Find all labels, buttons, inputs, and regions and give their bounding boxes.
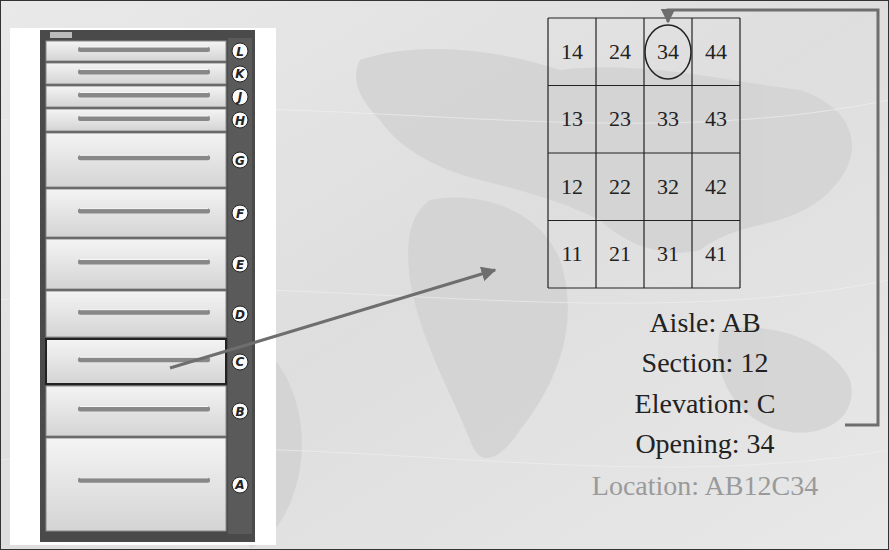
drawer-handle (78, 209, 210, 214)
drawer-handle (78, 310, 210, 315)
handle-highlight (80, 357, 208, 358)
drawer-handle (78, 47, 210, 52)
drawer-front (46, 63, 226, 84)
opening-number: 44 (705, 41, 727, 63)
drawer-handle (78, 260, 210, 265)
opening-number: 24 (609, 41, 631, 63)
opening-number: 13 (561, 108, 583, 130)
handle-highlight (80, 309, 208, 310)
drawer-letter: D (232, 306, 249, 323)
opening-number: 12 (561, 176, 583, 198)
drawer-letter: F (232, 205, 249, 222)
photo-panel (10, 28, 276, 545)
drawer-cabinet (40, 30, 255, 542)
drawer-handle (78, 93, 210, 98)
grid-line (548, 85, 740, 86)
handle-highlight (80, 406, 208, 407)
world-map (20, 43, 852, 548)
drawer-letter: L (232, 43, 249, 60)
location-field: Section: 12 (642, 349, 769, 377)
drawer-handle (78, 407, 210, 412)
opening-number: 42 (705, 176, 727, 198)
drawer-front (46, 386, 226, 436)
drawer-front (46, 339, 226, 384)
drawer-front (46, 133, 226, 187)
drawer-handle (78, 478, 210, 483)
opening-number: 43 (705, 108, 727, 130)
handle-highlight (80, 259, 208, 260)
grid-line (548, 17, 740, 18)
opening-number: 22 (609, 176, 631, 198)
grid-line (548, 220, 740, 221)
opening-number: 33 (657, 108, 679, 130)
drawer-front (46, 86, 226, 107)
pointer-arrow (170, 270, 495, 368)
opening-number: 14 (561, 41, 583, 63)
opening-number: 32 (657, 176, 679, 198)
drawer-letter: A (232, 476, 249, 493)
drawer-letter: B (232, 403, 249, 420)
location-field: Aisle: AB (649, 309, 760, 337)
location-field: Elevation: C (635, 390, 776, 418)
drawer-letter: J (232, 88, 249, 105)
logo-plate (50, 32, 72, 38)
drawer-letter: K (232, 65, 249, 82)
side-strip (228, 38, 252, 534)
opening-number: 31 (657, 243, 679, 265)
opening-number: 34 (657, 41, 679, 63)
location-field: Opening: 34 (635, 430, 774, 458)
handle-highlight (80, 92, 208, 93)
opening-number: 41 (705, 243, 727, 265)
drawer-front (46, 438, 226, 531)
handle-highlight (80, 69, 208, 70)
location-code: Location: AB12C34 (592, 472, 818, 500)
drawer-handle (78, 116, 210, 121)
drawer-front (46, 291, 226, 337)
opening-number: 21 (609, 243, 631, 265)
drawer-front (46, 41, 226, 61)
drawer-front (46, 239, 226, 289)
cabinet-body (40, 30, 255, 542)
drawer-letter: G (232, 152, 249, 169)
handle-highlight (80, 116, 208, 117)
drawer-front (46, 109, 226, 131)
drawer-handle (78, 155, 210, 160)
drawer-handle (78, 70, 210, 75)
handle-highlight (80, 47, 208, 48)
drawer-letter: H (232, 112, 249, 129)
opening-grid (548, 18, 740, 288)
handle-highlight (80, 155, 208, 156)
grid-line (548, 152, 740, 153)
map-streaks (0, 100, 889, 467)
drawer-letter: C (232, 353, 249, 370)
highlight-circle (645, 25, 691, 79)
drawer-front (46, 189, 226, 237)
drawer-letter: E (232, 256, 249, 273)
opening-number: 11 (561, 243, 582, 265)
grid-line (548, 287, 740, 288)
handle-highlight (80, 208, 208, 209)
opening-number: 23 (609, 108, 631, 130)
handle-highlight (80, 477, 208, 478)
